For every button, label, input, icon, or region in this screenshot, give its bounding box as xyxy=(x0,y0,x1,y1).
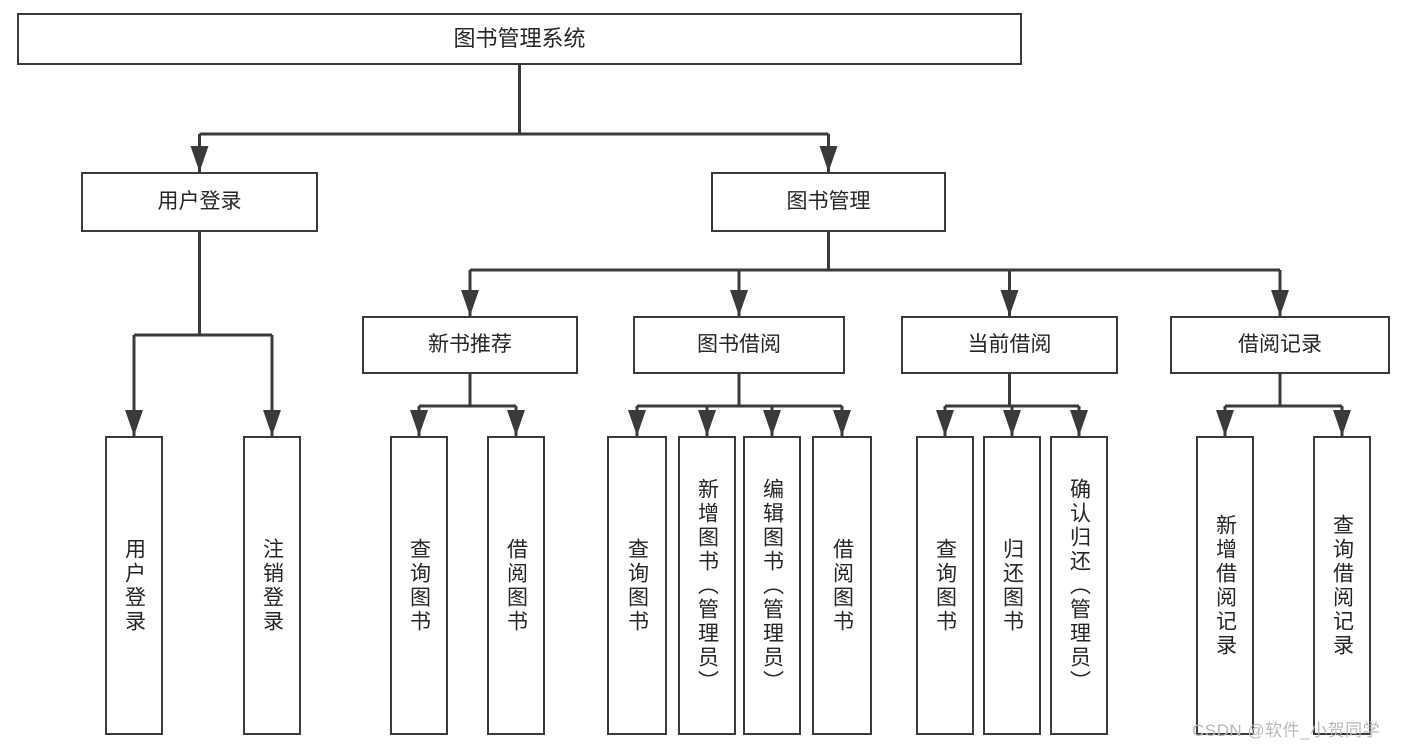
arrow-head xyxy=(461,290,479,316)
node-leaf-borrow-book-1: 借阅图书 xyxy=(487,436,545,735)
node-label: 注销登录 xyxy=(260,537,284,634)
node-leaf-add-record: 新增借阅记录 xyxy=(1196,436,1254,735)
arrow-head xyxy=(190,146,209,172)
node-label: 确认归还（管理员） xyxy=(1067,477,1091,694)
arrow-head xyxy=(125,410,143,436)
node-leaf-query-record: 查询借阅记录 xyxy=(1313,436,1371,735)
node-label: 借阅图书 xyxy=(830,537,854,634)
node-user-login: 用户登录 xyxy=(81,172,318,232)
arrow-head xyxy=(410,410,428,436)
arrow-head xyxy=(1333,410,1351,436)
arrow-head xyxy=(1070,410,1088,436)
node-label: 归还图书 xyxy=(1000,537,1024,634)
arrow-head xyxy=(263,410,281,436)
arrow-head xyxy=(1000,290,1019,316)
node-borrow-record: 借阅记录 xyxy=(1170,316,1390,374)
arrow-head xyxy=(628,410,646,436)
node-label: 新书推荐 xyxy=(428,332,512,356)
arrow-head xyxy=(936,410,954,436)
node-label: 新增借阅记录 xyxy=(1213,513,1237,658)
node-current-borrow: 当前借阅 xyxy=(901,316,1118,374)
node-label: 借阅记录 xyxy=(1238,332,1322,356)
arrow-head xyxy=(730,290,748,316)
node-leaf-query-book-1: 查询图书 xyxy=(390,436,448,735)
node-root: 图书管理系统 xyxy=(17,13,1022,65)
arrow-head xyxy=(833,410,851,436)
arrow-head xyxy=(698,410,716,436)
node-label: 借阅图书 xyxy=(504,537,528,634)
node-label: 查询图书 xyxy=(407,537,431,634)
node-leaf-edit-book: 编辑图书（管理员） xyxy=(743,436,801,735)
node-label: 编辑图书（管理员） xyxy=(760,477,784,694)
arrow-head xyxy=(507,410,525,436)
node-label: 当前借阅 xyxy=(967,332,1052,356)
node-label: 图书借阅 xyxy=(697,332,781,356)
node-label: 图书管理系统 xyxy=(453,26,586,52)
node-leaf-query-book-2: 查询图书 xyxy=(607,436,667,735)
arrow-head xyxy=(1003,410,1021,436)
node-label: 图书管理 xyxy=(786,189,871,213)
node-label: 用户登录 xyxy=(122,537,146,634)
node-leaf-borrow-book-2: 借阅图书 xyxy=(812,436,872,735)
node-label: 新增图书（管理员） xyxy=(695,477,719,694)
node-book-manage: 图书管理 xyxy=(711,172,946,232)
node-label: 查询借阅记录 xyxy=(1330,513,1354,658)
node-label: 查询图书 xyxy=(933,537,957,634)
node-book-borrow: 图书借阅 xyxy=(633,316,845,374)
node-leaf-return-book: 归还图书 xyxy=(983,436,1041,735)
node-leaf-query-book-3: 查询图书 xyxy=(916,436,974,735)
node-leaf-confirm-ret: 确认归还（管理员） xyxy=(1050,436,1108,735)
arrow-head xyxy=(1216,410,1234,436)
node-leaf-logout: 注销登录 xyxy=(243,436,301,735)
arrow-head xyxy=(1271,290,1289,316)
arrow-head xyxy=(763,410,781,436)
node-label: 查询图书 xyxy=(625,537,649,634)
node-new-book-rec: 新书推荐 xyxy=(362,316,578,374)
node-leaf-user-login: 用户登录 xyxy=(105,436,163,735)
node-leaf-add-book: 新增图书（管理员） xyxy=(678,436,736,735)
arrow-head xyxy=(819,146,838,172)
node-label: 用户登录 xyxy=(157,189,242,213)
